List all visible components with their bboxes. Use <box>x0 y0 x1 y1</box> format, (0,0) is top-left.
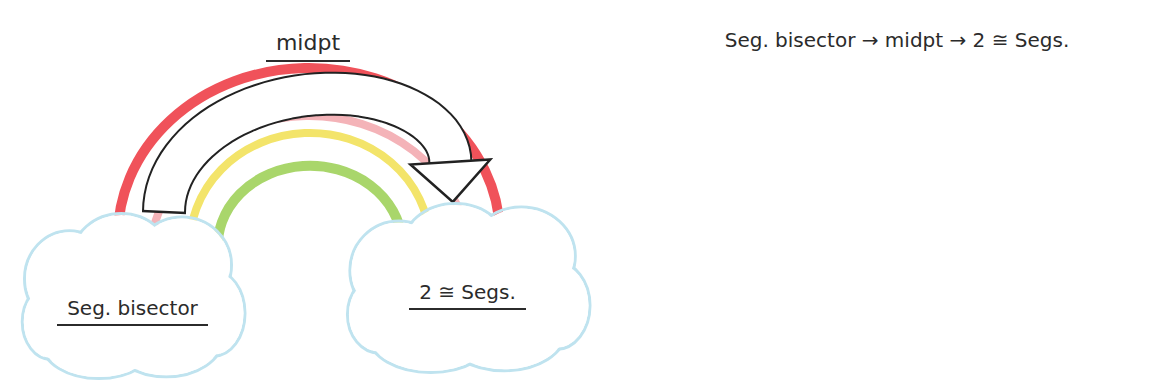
term-label: midpt <box>266 30 350 62</box>
outlined-arrow <box>142 94 490 213</box>
arrow-band-fill <box>164 94 450 212</box>
node-text-group: Seg. bisector <box>20 296 245 326</box>
label-holder: Seg. bisector → midpt → 2 ≅ Segs. <box>662 28 1132 52</box>
arrow-band-outline <box>164 94 450 212</box>
cloud-fill <box>383 246 552 349</box>
node-label: Seg. bisector <box>57 296 208 326</box>
arrow-head <box>410 160 490 202</box>
label-holder: midpt <box>222 30 394 62</box>
cloud-fill <box>55 255 210 355</box>
cloud-node: Seg. bisector <box>20 210 245 382</box>
node-label: 2 ≅ Segs. <box>409 280 526 310</box>
node-text-group: 2 ≅ Segs. <box>345 280 590 310</box>
note-text: Seg. bisector → midpt → 2 ≅ Segs. <box>725 28 1070 52</box>
arrow-tail-cap <box>142 211 186 213</box>
cloud-node: 2 ≅ Segs. <box>345 200 590 376</box>
